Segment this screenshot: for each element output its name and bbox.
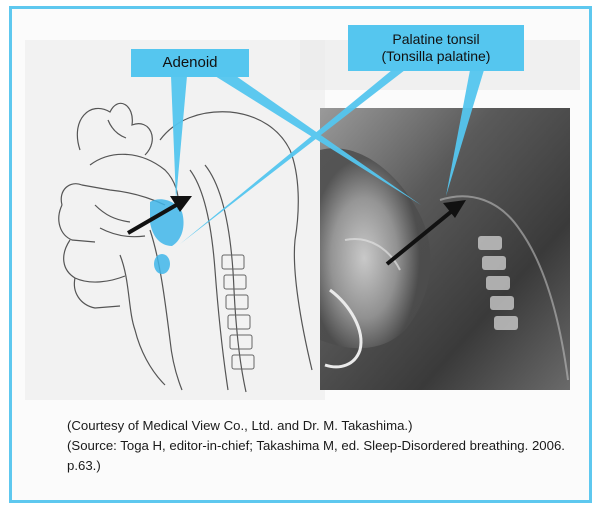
tonsil-label: Palatine tonsil [348,31,524,48]
source-line: (Source: Toga H, editor-in-chief; Takash… [67,436,587,476]
tonsil-latin-label: (Tonsilla palatine) [348,48,524,65]
palatine-tonsil-callout: Palatine tonsil (Tonsilla palatine) [348,25,524,71]
tonsil-highlight [154,254,170,274]
courtesy-line: (Courtesy of Medical View Co., Ltd. and … [67,416,587,436]
adenoid-callout: Adenoid [131,49,249,77]
adenoid-label: Adenoid [162,54,217,71]
figure-caption: (Courtesy of Medical View Co., Ltd. and … [67,416,587,476]
